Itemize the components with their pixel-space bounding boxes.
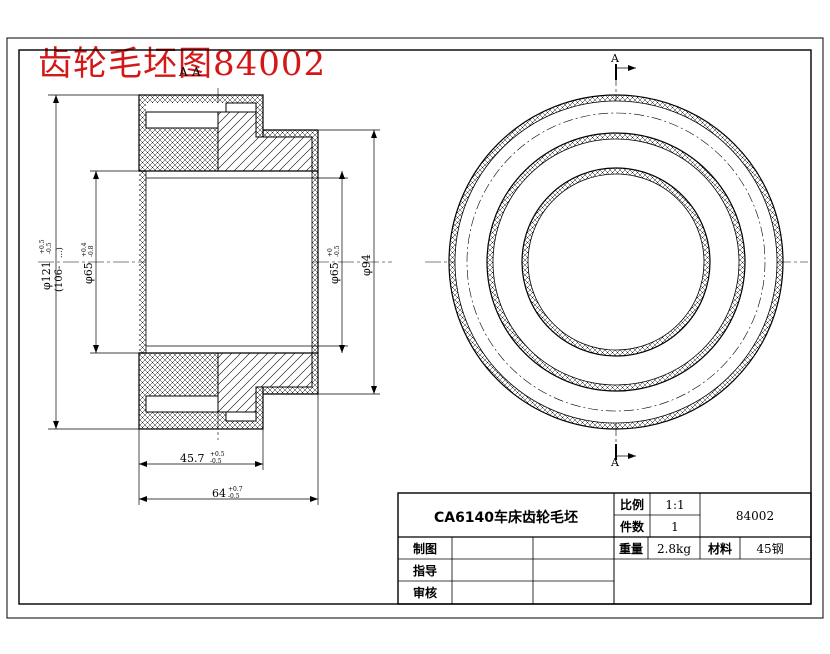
- guide-label: 指导: [413, 563, 437, 578]
- section-label-a1: A: [178, 65, 188, 79]
- svg-text:+0.5: +0.5: [210, 451, 225, 458]
- svg-text:(106-: (106-: [54, 266, 65, 292]
- svg-text:-0.5: -0.5: [46, 242, 53, 254]
- svg-text:-0.5: -0.5: [334, 245, 341, 257]
- drawing-number: 84002: [736, 509, 774, 523]
- dim-bore-left: φ65 +0.4 -0.8: [81, 242, 95, 284]
- finished-part-bottom: [217, 352, 313, 413]
- svg-text:-0.5: -0.5: [228, 493, 240, 500]
- qty-value: 1: [671, 520, 679, 534]
- svg-text:+0: +0: [327, 248, 334, 257]
- review-label: 审核: [413, 585, 437, 600]
- part-name: CA6140车床齿轮毛坯: [434, 509, 578, 526]
- material-label: 材料: [707, 541, 732, 556]
- drawn-label: 制图: [413, 541, 437, 556]
- hub-circle: [486, 132, 746, 392]
- weight-value: 2.8kg: [657, 542, 691, 556]
- material-value: 45钢: [756, 542, 783, 556]
- svg-text:φ65: φ65: [82, 262, 95, 284]
- svg-text:φ94: φ94: [360, 254, 373, 276]
- pitch-circle: [466, 112, 766, 412]
- svg-text:+0.7: +0.7: [228, 486, 243, 493]
- section-dimension-lines: [48, 94, 380, 505]
- dim-hub-dia: φ94: [360, 254, 373, 276]
- svg-text:64: 64: [212, 487, 226, 500]
- outer-circle: [448, 94, 784, 430]
- qty-label: 件数: [620, 519, 645, 534]
- svg-text:+0.5: +0.5: [39, 239, 46, 254]
- scale-label: 比例: [620, 497, 644, 512]
- section-label-a2: A: [191, 65, 201, 79]
- svg-text:φ121: φ121: [40, 261, 53, 290]
- dim-len-mid: 45.7 +0.5 -0.5: [180, 451, 225, 465]
- bore-cavity: [146, 171, 312, 353]
- dim-outer-dia: φ121 +0.5 -0.5 (106- ...): [39, 239, 65, 292]
- bore-circle: [521, 167, 711, 357]
- title-block: [397, 492, 812, 605]
- svg-text:-0.8: -0.8: [88, 245, 95, 257]
- end-view: [425, 64, 808, 460]
- svg-text:+0.4: +0.4: [81, 242, 88, 257]
- section-view: [38, 88, 392, 440]
- section-label-bottom: A: [610, 456, 620, 469]
- svg-text:-0.5: -0.5: [210, 458, 222, 465]
- outer-border: [6, 37, 824, 619]
- dim-bore-right: φ65 +0 -0.5: [327, 245, 341, 284]
- weight-label: 重量: [619, 541, 643, 556]
- section-label-top: A: [610, 52, 620, 65]
- svg-text:...): ...): [55, 247, 64, 258]
- svg-text:φ65: φ65: [328, 262, 341, 284]
- scale-value: 1:1: [665, 498, 684, 512]
- svg-text:45.7: 45.7: [180, 452, 205, 465]
- dim-len-total: 64 +0.7 -0.5: [212, 486, 243, 500]
- finished-part-top: [217, 111, 313, 172]
